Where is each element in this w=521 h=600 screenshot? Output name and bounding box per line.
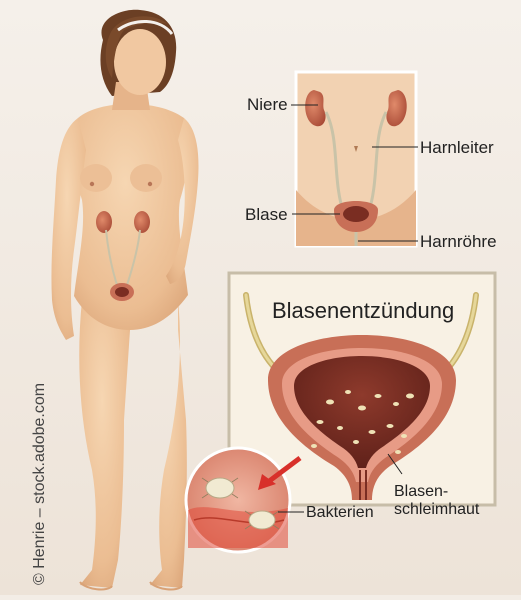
credit-text: © Henrie – stock.adobe.com	[31, 383, 48, 585]
label-bacteria: Bakterien	[306, 504, 374, 521]
label-mucosa-line1: Blasen-	[394, 483, 448, 500]
inset-anatomy	[296, 72, 416, 246]
inflammation-title: Blasenentzündung	[272, 298, 454, 323]
label-mucosa-line2: schleimhaut	[394, 501, 480, 518]
label-ureter: Harnleiter	[420, 138, 494, 157]
zoom-circle	[186, 448, 290, 552]
label-urethra: Harnröhre	[420, 232, 497, 251]
label-kidney: Niere	[247, 95, 288, 114]
label-bladder: Blase	[245, 205, 288, 224]
